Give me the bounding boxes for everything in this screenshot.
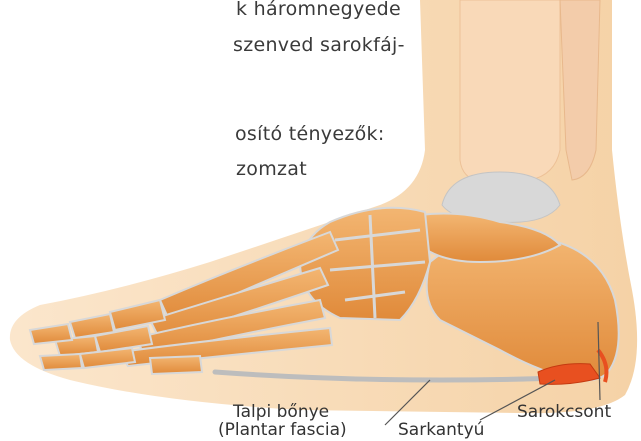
label-plantar-fascia-line1: Talpi bőnye (233, 404, 329, 421)
label-heel-spur: Sarkantyú (398, 422, 484, 439)
label-heel-bone: Sarokcsont (517, 404, 611, 421)
tibia-bone (460, 0, 560, 182)
label-plantar-fascia-line2: (Plantar fascia) (218, 422, 347, 439)
